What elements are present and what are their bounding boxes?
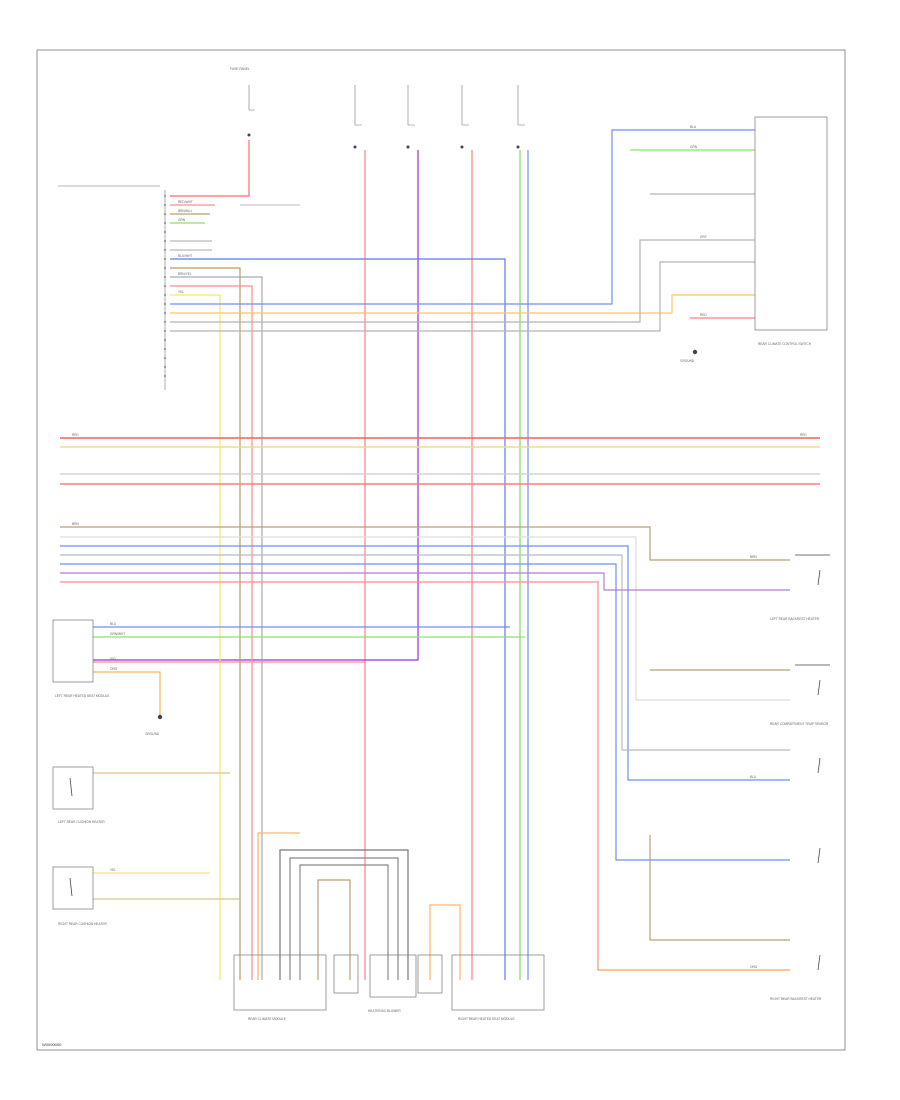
tag-grn: GRN xyxy=(178,218,186,222)
tag-red-2: RED xyxy=(700,313,707,317)
label-fuse-panel: FUSE PANEL xyxy=(230,67,250,71)
wire-brn-out-2 xyxy=(649,835,790,941)
wire-pur-bus xyxy=(60,572,790,591)
wire-tags: RED/WHT BRN/BLU GRN BLU/WHT BRN/YEL YEL … xyxy=(72,125,807,969)
label-rear-comp-temp-sensor: REAR COMPARTMENT TEMP SENSOR xyxy=(770,722,829,726)
label-ground-2: GROUND xyxy=(145,732,160,736)
wire-red-4 xyxy=(170,285,253,980)
tag-grn-wht: GRN/WHT xyxy=(110,632,125,636)
wire-gry-btm-1 xyxy=(279,849,409,980)
wire-gry-4 xyxy=(170,239,755,323)
tag-blu-2: BLU xyxy=(750,775,757,779)
label-right-cushion-heater: RIGHT REAR CUSHION HEATER xyxy=(58,922,107,926)
diagram-frame xyxy=(36,49,846,1051)
tag-brn-2: BRN xyxy=(750,555,757,559)
tag-org: ORG xyxy=(110,667,118,671)
wire-org xyxy=(170,294,755,314)
wire-brn-bus xyxy=(60,526,790,561)
rear-climate-control-switch: REAR CLIMATE CONTROL SWITCH GROUND xyxy=(680,116,828,363)
top-connectors xyxy=(240,85,525,206)
wire-org-btm-2 xyxy=(429,904,461,980)
tag-red-wht: RED/WHT xyxy=(178,200,193,204)
wire-blu-bus-1 xyxy=(60,545,790,781)
left-cushion-heater: LEFT REAR CUSHION HEATER xyxy=(52,766,105,824)
label-blower: HEATER/AC BLOWER xyxy=(368,1009,401,1013)
tag-org-2: ORG xyxy=(750,965,758,969)
wires xyxy=(60,129,820,980)
right-cushion-heater: RIGHT REAR CUSHION HEATER xyxy=(52,866,107,926)
right-heaters xyxy=(795,554,830,971)
wire-blu-2 xyxy=(170,129,755,305)
tag-brn: BRN xyxy=(72,522,79,526)
label-right-backrest-heater: RIGHT REAR BACKREST HEATER xyxy=(770,997,822,1001)
tag-vio: VIO xyxy=(110,657,116,661)
label-ground-1: GROUND xyxy=(680,359,695,363)
wire-gry-3 xyxy=(170,276,263,980)
main-connector-pins xyxy=(164,195,166,377)
label-rear-climate-module: REAR CLIMATE MODULE xyxy=(248,1017,286,1021)
right-heater-labels: LEFT REAR BACKREST HEATER REAR COMPARTME… xyxy=(770,617,829,1001)
wire-gry-btm-3 xyxy=(299,864,389,980)
bottom-modules: REAR CLIMATE MODULE HEATER/AC BLOWER RIG… xyxy=(233,954,545,1021)
wire-org-btm xyxy=(257,832,300,980)
tag-blu-wht: BLU/WHT xyxy=(178,254,192,258)
wire-blu-bus-2 xyxy=(60,563,790,861)
page-id: W0000000 xyxy=(42,1042,62,1047)
label-rear-climate-control-switch: REAR CLIMATE CONTROL SWITCH xyxy=(758,342,812,346)
top-connector-ticks xyxy=(247,133,520,149)
wire-brn-btm xyxy=(317,879,351,980)
tag-yel: YEL xyxy=(178,290,184,294)
wire-purple-1 xyxy=(93,150,419,661)
tag-red: RED xyxy=(72,433,79,437)
wire-blu-long xyxy=(170,258,506,980)
tag-brn-blu: BRN/BLU xyxy=(178,209,193,213)
wire-org-ls xyxy=(93,671,161,715)
tag-yel-2: YEL xyxy=(110,868,116,872)
tag-gry: GRY xyxy=(700,235,708,239)
wire-gry-5 xyxy=(170,261,755,332)
wire-wht-bus xyxy=(60,536,790,701)
tag-blu-3: BLU xyxy=(690,125,697,129)
wire-yel-1 xyxy=(170,294,221,980)
label-left-heated-seat-module: LEFT REAR HEATED SEAT MODULE xyxy=(55,694,110,698)
tag-grn-2: GRN xyxy=(690,145,698,149)
wire-brn-2 xyxy=(170,267,241,980)
tag-blu: BLU xyxy=(110,622,117,626)
wire-red-top xyxy=(170,140,250,197)
tag-brn-yel: BRN/YEL xyxy=(178,272,192,276)
label-right-heated-seat-module: RIGHT REAR HEATED SEAT MODULE xyxy=(458,1017,515,1021)
left-rear-heated-seat-module: LEFT REAR HEATED SEAT MODULE GROUND xyxy=(52,619,163,736)
wire-gry-bus-2 xyxy=(60,554,790,751)
tag-red-r: RED xyxy=(800,433,807,437)
label-left-cushion-heater: LEFT REAR CUSHION HEATER xyxy=(58,820,105,824)
label-left-backrest-heater: LEFT REAR BACKREST HEATER xyxy=(770,617,820,621)
wire-gry-btm-2 xyxy=(289,857,399,980)
